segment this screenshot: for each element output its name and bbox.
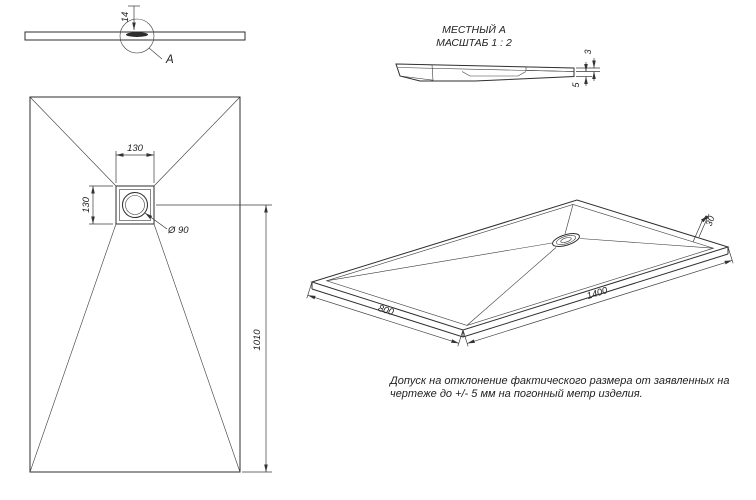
iso-view: 800 1400 30 bbox=[306, 199, 734, 347]
plan-view: 130 130 Ø 90 1010 bbox=[29, 96, 272, 473]
dim-14: 14 bbox=[120, 12, 131, 23]
tray-outline-plan bbox=[29, 96, 241, 473]
dim-800: 800 bbox=[377, 303, 396, 318]
note-line-1: Допуск на отклонение фактического размер… bbox=[388, 375, 729, 387]
detail-circle-a bbox=[119, 18, 155, 54]
drain-circle bbox=[122, 192, 148, 218]
dim-drain-height: 130 bbox=[81, 196, 92, 213]
section-detail-area bbox=[120, 31, 154, 41]
dim-30: 30 bbox=[704, 215, 717, 228]
note-line-2: чертеже до +/- 5 мм на погонный метр изд… bbox=[390, 388, 643, 400]
dim-length-1010: 1010 bbox=[252, 329, 263, 351]
dim-1400: 1400 bbox=[586, 285, 610, 302]
dim-drain-diameter: Ø 90 bbox=[167, 225, 189, 236]
dim-5: 5 bbox=[571, 82, 581, 88]
drain-cap-section bbox=[126, 32, 148, 37]
tolerance-note: Допуск на отклонение фактического размер… bbox=[388, 375, 729, 400]
detail-profile bbox=[395, 63, 575, 82]
section-view: A 14 bbox=[24, 5, 246, 66]
tray-outline-iso bbox=[310, 199, 730, 331]
dim-3: 3 bbox=[583, 49, 593, 54]
detail-view-title: МЕСТНЫЙ А bbox=[442, 23, 506, 36]
drain-iso bbox=[552, 233, 580, 247]
detail-view-a: МЕСТНЫЙ А МАСШТАБ 1 : 2 3 5 bbox=[395, 23, 600, 88]
detail-view-scale: МАСШТАБ 1 : 2 bbox=[436, 37, 512, 49]
detail-marker-label: A bbox=[165, 54, 174, 66]
dim-drain-width: 130 bbox=[127, 143, 144, 154]
drain-cover-square bbox=[115, 185, 155, 225]
